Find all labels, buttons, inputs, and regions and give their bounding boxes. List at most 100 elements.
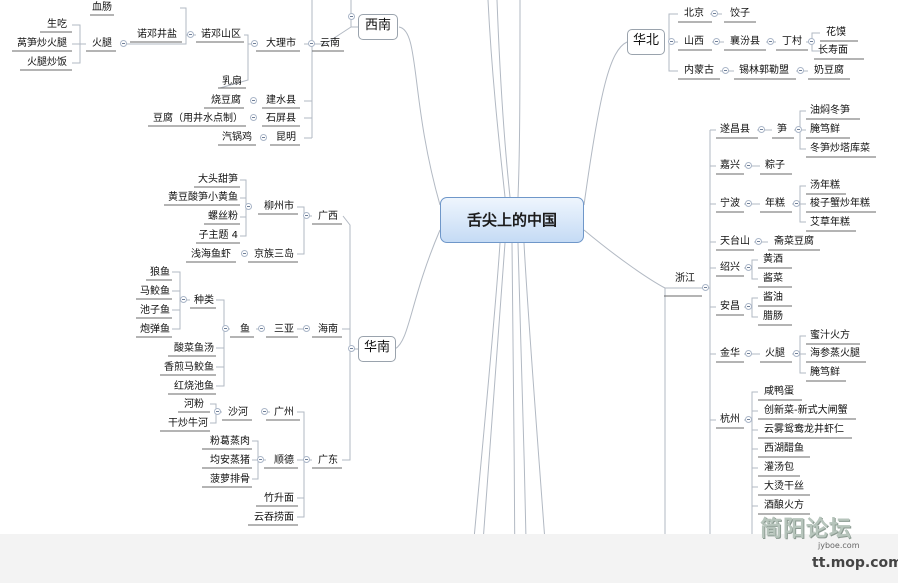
topic-tang-niangao[interactable]: 汤年糕 [810,180,840,191]
collapse-toggle-icon[interactable] [797,67,804,74]
collapse-toggle-icon[interactable] [745,200,752,207]
topic-langyu[interactable]: 狼鱼 [150,267,170,278]
topic-datang[interactable]: 大烫干丝 [764,481,804,492]
topic-boluo[interactable]: 菠萝排骨 [210,474,250,485]
topic-hefen[interactable]: 河粉 [184,399,204,410]
collapse-toggle-icon[interactable] [260,134,267,141]
topic-suoziexie[interactable]: 梭子蟹炒年糕 [810,198,870,209]
topic-guangxi[interactable]: 广西 [318,211,338,222]
topic-beijing[interactable]: 北京 [684,8,704,19]
topic-aicao[interactable]: 艾草年糕 [810,217,850,228]
topic-yandu2[interactable]: 腌笃鲜 [810,367,840,378]
topic-zhusheng[interactable]: 竹升面 [264,493,294,504]
topic-anchang[interactable]: 安昌 [720,301,740,312]
collapse-toggle-icon[interactable] [795,126,802,133]
topic-ningbo[interactable]: 宁波 [720,198,740,209]
collapse-toggle-icon[interactable] [261,408,268,415]
collapse-toggle-icon[interactable] [722,67,729,74]
collapse-toggle-icon[interactable] [251,40,258,47]
collapse-toggle-icon[interactable] [180,296,187,303]
topic-qianhai[interactable]: 浅海鱼虾 [191,249,231,260]
topic-jianshui[interactable]: 建水县 [266,95,296,106]
collapse-toggle-icon[interactable] [222,325,229,332]
topic-jiangyou[interactable]: 酱油 [763,292,783,303]
collapse-toggle-icon[interactable] [120,40,127,47]
topic-chiziyu[interactable]: 池子鱼 [140,305,170,316]
topic-majiaoyu[interactable]: 马鲛鱼 [140,286,170,297]
topic-ganchao[interactable]: 干炒牛河 [168,418,208,429]
topic-zhaicai[interactable]: 斋菜豆腐 [774,236,814,247]
collapse-toggle-icon[interactable] [702,284,709,291]
topic-jiuniang[interactable]: 酒酿火方 [764,500,804,511]
collapse-toggle-icon[interactable] [250,114,257,121]
topic-naidoufu[interactable]: 奶豆腐 [814,65,844,76]
topic-jinhua[interactable]: 金华 [720,348,740,359]
topic-xiangjian[interactable]: 香煎马鲛鱼 [164,362,214,373]
topic-huotui[interactable]: 火腿 [92,38,112,49]
collapse-toggle-icon[interactable] [348,13,355,20]
topic-yunnan[interactable]: 云南 [320,38,340,49]
topic-guangzhou[interactable]: 广州 [274,407,294,418]
collapse-toggle-icon[interactable] [711,10,718,17]
region-huanan[interactable]: 华南 [358,336,396,362]
collapse-toggle-icon[interactable] [668,38,675,45]
topic-fenge[interactable]: 粉葛蒸肉 [210,436,250,447]
topic-yandu[interactable]: 腌笃鲜 [810,124,840,135]
collapse-toggle-icon[interactable] [258,325,265,332]
topic-hongshao[interactable]: 红烧池鱼 [174,381,214,392]
collapse-toggle-icon[interactable] [745,416,752,423]
topic-xiangfen[interactable]: 襄汾县 [730,36,760,47]
collapse-toggle-icon[interactable] [250,97,257,104]
topic-guangdong[interactable]: 广东 [318,455,338,466]
topic-shiping[interactable]: 石屏县 [266,113,296,124]
collapse-toggle-icon[interactable] [745,303,752,310]
topic-mizhi[interactable]: 蜜汁火方 [810,330,850,341]
topic-xianyadan[interactable]: 咸鸭蛋 [764,386,794,397]
topic-jiangcai[interactable]: 酱菜 [763,273,783,284]
topic-hainan[interactable]: 海南 [318,324,338,335]
collapse-toggle-icon[interactable] [793,200,800,207]
topic-luosifen[interactable]: 螺丝粉 [208,211,238,222]
collapse-toggle-icon[interactable] [187,31,194,38]
topic-youmen[interactable]: 油焖冬笋 [810,105,850,116]
topic-liuzhou[interactable]: 柳州市 [264,201,294,212]
topic-hangzhou[interactable]: 杭州 [720,414,740,425]
region-xinan[interactable]: 西南 [358,14,398,40]
collapse-toggle-icon[interactable] [745,162,752,169]
collapse-toggle-icon[interactable] [257,456,264,463]
collapse-toggle-icon[interactable] [767,38,774,45]
topic-shengchi[interactable]: 生吃 [47,19,67,30]
topic-zongzi[interactable]: 粽子 [765,160,785,171]
central-topic[interactable]: 舌尖上的中国 [440,197,584,243]
topic-jingzu[interactable]: 京族三岛 [254,249,294,260]
topic-kunming[interactable]: 昆明 [276,132,296,143]
collapse-toggle-icon[interactable] [303,325,310,332]
topic-junan[interactable]: 均安蒸猪 [210,455,250,466]
collapse-toggle-icon[interactable] [758,126,765,133]
topic-chuangxin[interactable]: 创新菜-新式大闸蟹 [764,405,848,416]
collapse-toggle-icon[interactable] [241,250,248,257]
topic-shunde[interactable]: 顺德 [274,455,294,466]
topic-shao-doufu[interactable]: 烧豆腐 [211,95,241,106]
topic-wosun[interactable]: 莴笋炒火腿 [17,38,67,49]
topic-zhudeng-well[interactable]: 诺邓井盐 [137,29,177,40]
topic-yuntun[interactable]: 云吞捞面 [254,512,294,523]
topic-sun[interactable]: 笋 [777,124,787,135]
topic-yunwu[interactable]: 云雾鸳鸯龙井虾仁 [764,424,844,435]
topic-paodanyu[interactable]: 炮弹鱼 [140,324,170,335]
topic-shahe[interactable]: 沙河 [228,407,248,418]
topic-haishen[interactable]: 海参蒸火腿 [810,348,860,359]
topic-xihu[interactable]: 西湖醋鱼 [764,443,804,454]
topic-tiantai[interactable]: 天台山 [720,236,750,247]
topic-shaoxing[interactable]: 绍兴 [720,262,740,273]
topic-suancai-yutang[interactable]: 酸菜鱼汤 [174,343,214,354]
topic-rushan[interactable]: 乳扇 [222,76,242,87]
collapse-toggle-icon[interactable] [348,345,355,352]
topic-jiaxing[interactable]: 嘉兴 [720,160,740,171]
topic-shanxi[interactable]: 山西 [684,36,704,47]
topic-changshou[interactable]: 长寿面 [818,45,848,56]
topic-dongsun[interactable]: 冬笋炒塔库菜 [810,143,870,154]
collapse-toggle-icon[interactable] [793,350,800,357]
topic-huamo[interactable]: 花馍 [826,27,846,38]
topic-huangjiu[interactable]: 黄酒 [763,254,783,265]
